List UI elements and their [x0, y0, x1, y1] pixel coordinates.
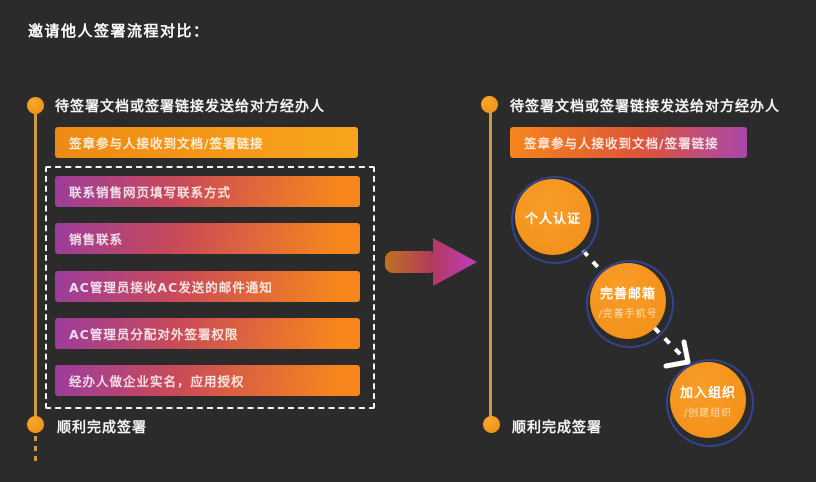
right-timeline-start-dot-icon [481, 96, 498, 113]
left-flow-step-bar: AC管理员接收AC发送的邮件通知 [55, 271, 360, 302]
left-flow-dashed-box [45, 166, 375, 409]
step-circle-join-org: 加入组织 /创建组织 [670, 362, 746, 438]
left-timeline-dashed-tail [34, 436, 37, 464]
page-title: 邀请他人签署流程对比： [28, 22, 210, 40]
left-timeline-line [34, 106, 37, 424]
left-flow-step-bar: 销售联系 [55, 223, 360, 254]
left-flow-step-bar: 经办人做企业实名，应用授权 [55, 365, 360, 396]
left-flow-start-label: 待签署文档或签署链接发送给对方经办人 [55, 99, 325, 115]
circle-sublabel: /创建组织 [683, 407, 733, 419]
left-flow-step-bar: AC管理员分配对外签署权限 [55, 318, 360, 349]
circle-label: 完善邮箱 [599, 286, 656, 302]
circle-sublabel: /完善手机号 [598, 308, 658, 320]
right-flow-start-label: 待签署文档或签署链接发送给对方经办人 [510, 99, 780, 115]
left-timeline-end-dot-icon [27, 416, 44, 433]
left-flow-step-bar: 联系销售网页填写联系方式 [55, 176, 360, 207]
right-timeline-end-dot-icon [483, 416, 500, 433]
right-flow-end-label: 顺利完成签署 [512, 420, 602, 436]
arrow-head-icon [663, 339, 691, 369]
circle-label: 个人认证 [524, 211, 581, 227]
circle-label: 加入组织 [679, 385, 736, 401]
step-circle-personal-auth: 个人认证 [515, 179, 591, 255]
right-flow-first-step-bar: 签章参与人接收到文档/签署链接 [510, 127, 747, 158]
left-timeline-start-dot-icon [27, 97, 44, 114]
left-flow-first-step-bar: 签章参与人接收到文档/签署链接 [55, 127, 358, 158]
step-circle-complete-email: 完善邮箱 /完善手机号 [590, 263, 666, 339]
right-timeline-line [489, 106, 492, 424]
left-flow-end-label: 顺利完成签署 [57, 420, 147, 436]
